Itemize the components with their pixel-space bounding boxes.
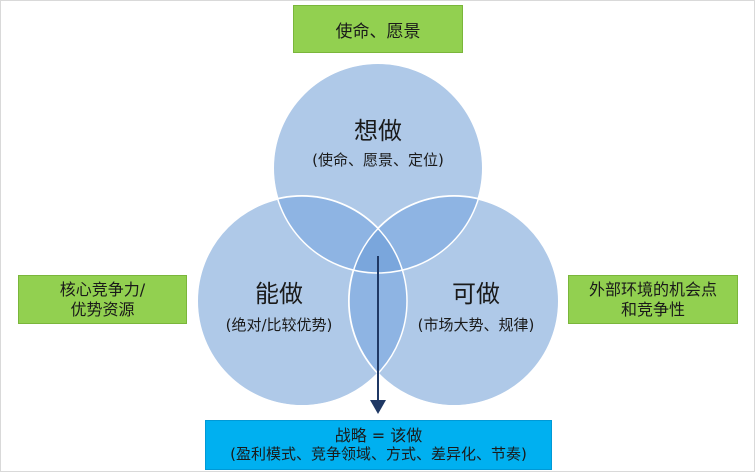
want-title: 想做 [354, 117, 402, 145]
can-desc: (绝对/比较优势) [225, 316, 333, 334]
strategy-title: 战略 = 该做 [334, 426, 423, 445]
core-competence-line1: 核心竞争力/ [59, 279, 146, 299]
strategy-box: 战略 = 该做 (盈利模式、竞争领域、方式、差异化、节奏) [205, 420, 552, 470]
core-competence-box: 核心竞争力/ 优势资源 [18, 275, 187, 324]
can-title: 能做 [255, 280, 303, 308]
may-title: 可做 [452, 280, 500, 308]
can-label-group: 能做 (绝对/比较优势) [199, 280, 359, 334]
may-desc: (市场大势、规律) [417, 316, 535, 334]
external-opportunity-box: 外部环境的机会点 和竞争性 [568, 275, 738, 324]
external-opportunity-line1: 外部环境的机会点 [588, 279, 717, 299]
want-desc: (使命、愿景、定位) [312, 151, 444, 169]
external-opportunity-line2: 和竞争性 [620, 299, 685, 319]
mission-vision-label: 使命、愿景 [335, 21, 421, 42]
mission-vision-box: 使命、愿景 [293, 5, 463, 53]
arrow-head [370, 400, 386, 414]
overlap-want-may [349, 196, 483, 273]
want-label-group: 想做 (使命、愿景、定位) [298, 117, 458, 169]
strategy-details: (盈利模式、竞争领域、方式、差异化、节奏) [230, 445, 527, 463]
may-label-group: 可做 (市场大势、规律) [396, 280, 556, 334]
core-competence-line2: 优势资源 [70, 299, 135, 319]
overlap-want-can [273, 196, 407, 273]
